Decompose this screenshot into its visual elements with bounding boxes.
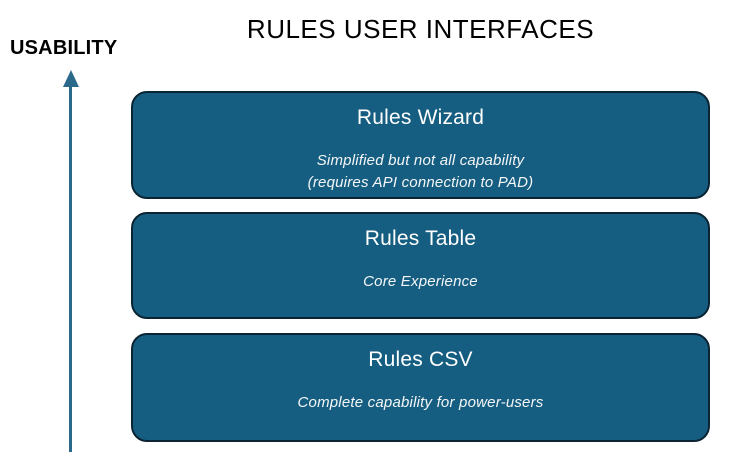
box-rules-csv-heading: Rules CSV [368, 348, 473, 371]
page-title: RULES USER INTERFACES [246, 14, 595, 44]
box-rules-table-heading: Rules Table [364, 227, 477, 250]
box-rules-csv-subtitle: Complete capability for power-users [133, 392, 708, 414]
box-rules-wizard-subtitle-line2: (requires API connection to PAD) [307, 174, 534, 191]
box-rules-table-subtitle: Core Experience [133, 271, 708, 293]
box-rules-table-subtitle-line1: Core Experience [363, 273, 478, 290]
box-rules-wizard: Rules Wizard Simplified but not all capa… [131, 91, 710, 199]
box-rules-wizard-subtitle: Simplified but not all capability (requi… [133, 150, 708, 194]
box-rules-csv-subtitle-line1: Complete capability for power-users [297, 394, 544, 411]
box-rules-csv: Rules CSV Complete capability for power-… [131, 333, 710, 442]
box-rules-table: Rules Table Core Experience [131, 212, 710, 319]
axis-arrow-line [69, 84, 72, 452]
box-rules-wizard-heading: Rules Wizard [356, 106, 485, 129]
arrow-up-icon [63, 70, 79, 87]
usability-axis-label: USABILITY [10, 37, 118, 59]
box-rules-wizard-subtitle-line1: Simplified but not all capability [316, 152, 525, 169]
